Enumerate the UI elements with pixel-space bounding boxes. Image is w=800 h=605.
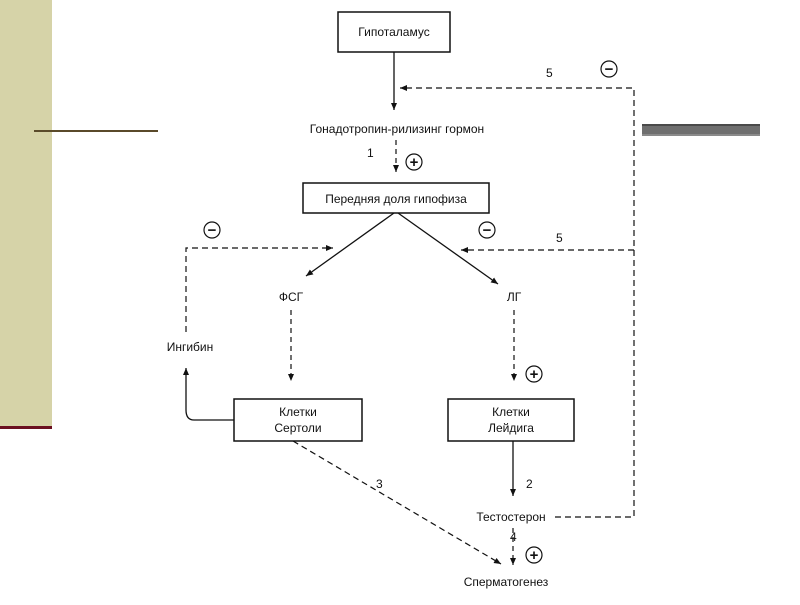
arrow-sertoli-inhibin (183, 368, 234, 421)
svg-text:+: + (530, 366, 539, 383)
gnrh-label: Гонадотропин-рилизинг гормон (310, 122, 484, 136)
diagram-canvas: Гипоталамус Гонадотропин-рилизинг гормон… (167, 11, 635, 589)
lh-label: ЛГ (507, 290, 522, 304)
title-rule-left (34, 130, 158, 132)
step-label-2: 2 (526, 477, 533, 491)
svg-text:−: − (605, 61, 614, 78)
inhibin-label: Ингибин (167, 340, 214, 354)
step-label-5-top: 5 (546, 66, 553, 80)
svg-text:+: + (410, 154, 419, 171)
plus-icon-spermatogenesis: + (525, 546, 543, 564)
side-panel-rule (0, 426, 52, 429)
feedback-inhibin-pituitary (185, 245, 333, 332)
hypothalamus-label: Гипоталамус (358, 25, 429, 39)
testosterone-label: Тестостерон (476, 510, 545, 524)
arrow-sertoli-spermatogenesis (292, 440, 502, 565)
title-rule-right (642, 124, 760, 136)
sertoli-label-line2: Сертоли (274, 421, 321, 435)
diagram-figure: Гипоталамус Гонадотропин-рилизинг гормон… (158, 0, 642, 600)
plus-icon-gnrh: + (405, 153, 423, 171)
svg-text:−: − (483, 222, 492, 239)
step-label-4: 4 (510, 530, 517, 544)
leydig-label-line2: Лейдига (488, 421, 534, 435)
minus-icon-lh: − (478, 221, 496, 239)
plus-icon-leydig: + (525, 365, 543, 383)
step-label-5-mid: 5 (556, 231, 563, 245)
minus-icon-inhibin: − (203, 221, 221, 239)
svg-text:−: − (208, 222, 217, 239)
pituitary-label: Передняя доля гипофиза (325, 192, 467, 206)
step-label-3: 3 (376, 477, 383, 491)
leydig-box (447, 398, 575, 442)
pituitary-box (302, 182, 490, 214)
leydig-label-line1: Клетки (492, 405, 530, 419)
step-label-1: 1 (367, 146, 374, 160)
arrow-pituitary-lh (397, 212, 499, 285)
minus-icon-top: − (600, 60, 618, 78)
fsh-label: ФСГ (279, 290, 304, 304)
side-panel (0, 0, 52, 428)
arrow-pituitary-fsh (305, 212, 395, 277)
feedback-testosterone-hypothalamus (400, 85, 635, 518)
svg-text:+: + (530, 547, 539, 564)
sertoli-label-line1: Клетки (279, 405, 317, 419)
spermatogenesis-label: Сперматогенез (464, 575, 549, 589)
